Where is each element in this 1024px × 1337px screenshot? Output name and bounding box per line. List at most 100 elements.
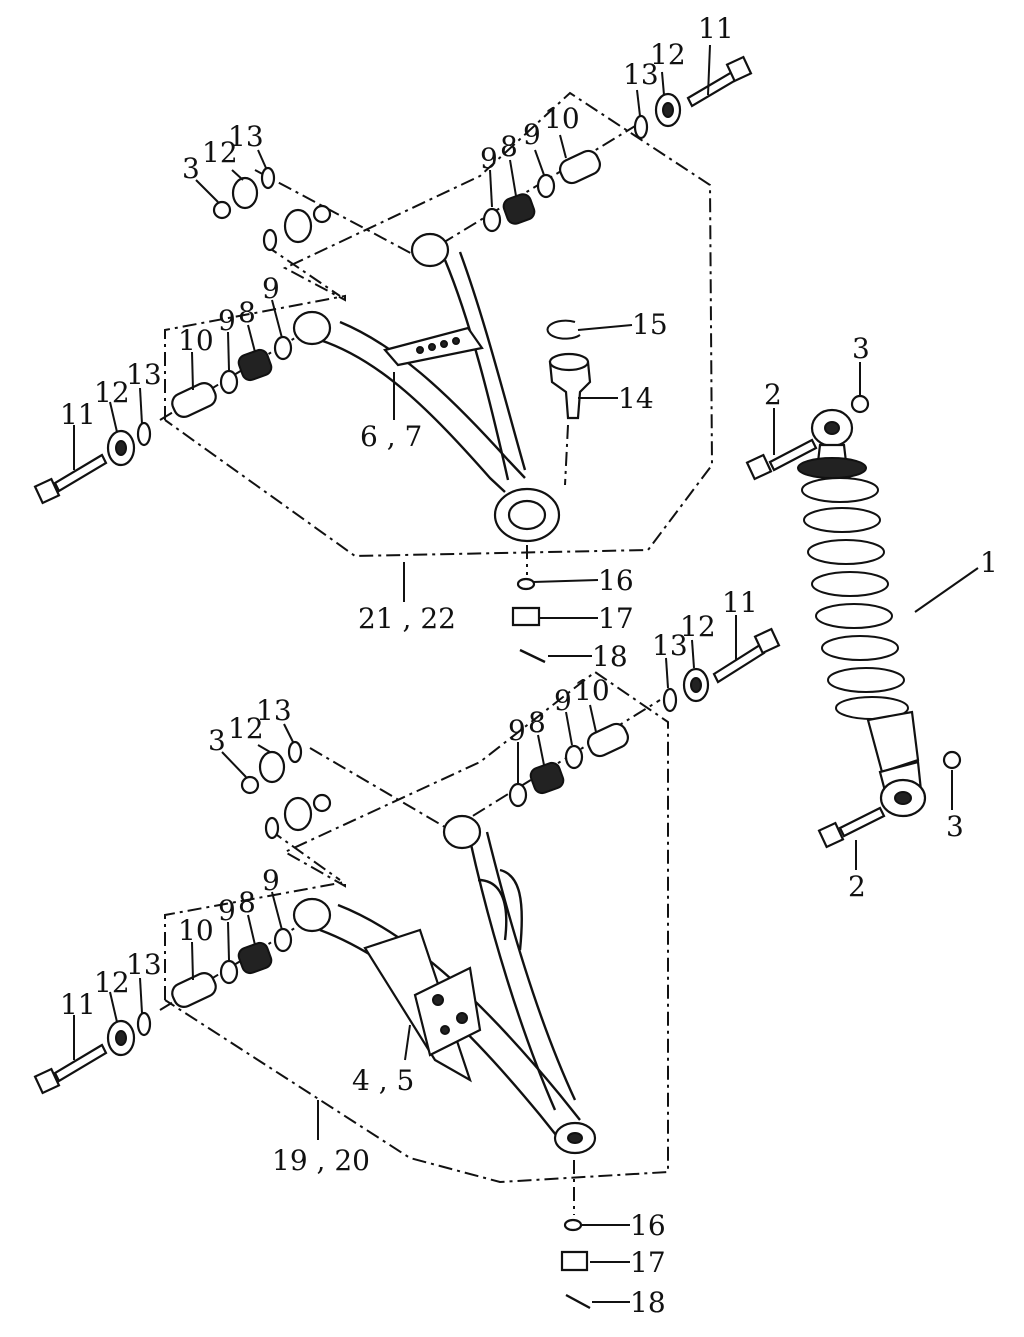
lower-front-collar-10: [586, 722, 630, 758]
shock-top-nut-3: [850, 394, 870, 414]
callout-18: 18: [630, 1286, 666, 1319]
callout-17: 17: [598, 602, 634, 635]
upper-rear-collar-10: [171, 382, 217, 418]
callout-13: 13: [256, 694, 292, 727]
lower-washer-12: [258, 750, 286, 784]
callout-11: 11: [722, 586, 758, 619]
upper-rear-washer-9a: [273, 335, 293, 361]
shock-body: [866, 710, 920, 774]
callout-12: 12: [228, 712, 264, 745]
shock-top-bolt-2: [768, 438, 818, 472]
lower-rear-washer-9a: [273, 927, 293, 953]
callout-8: 8: [238, 296, 256, 329]
lower-assembly-outline: [164, 670, 669, 1184]
lower-nut-3: [240, 775, 260, 795]
callout-17: 17: [630, 1246, 666, 1279]
upper-front-washer-9a: [482, 207, 502, 233]
upper-front-bushing-8: [502, 193, 536, 225]
callout-12: 12: [202, 136, 238, 169]
upper-nut-3: [212, 200, 232, 220]
callout-10: 10: [574, 674, 610, 707]
callout-8: 8: [238, 886, 256, 919]
callout-9: 9: [262, 864, 280, 897]
callout-11: 11: [698, 12, 734, 45]
callout-6-7: 6 , 7: [360, 420, 422, 453]
upper-front-collar-10: [558, 149, 602, 185]
lower-front-bushing-8: [529, 761, 565, 795]
lower-arm-rear-pivot: [292, 897, 332, 933]
lower-arm-front-pivot: [442, 814, 482, 850]
callout-16: 16: [598, 564, 634, 597]
lower-washer-16: [563, 1218, 583, 1232]
lower-rear-bolt-11: [53, 1043, 108, 1083]
callout-9: 9: [508, 714, 526, 747]
upper-front-washer-9b: [536, 173, 556, 199]
callout-13: 13: [228, 120, 264, 153]
upper-castle-nut-17: [511, 606, 541, 627]
callout-10: 10: [544, 102, 580, 135]
lower-front-bolt-11: [712, 643, 766, 684]
callout-13: 13: [623, 58, 659, 91]
callout-4-5: 4 , 5: [352, 1064, 414, 1097]
callout-labels: 1 2 2 3 3 11 12 13 10 9 8 9 3 12 13 9 8 …: [60, 12, 998, 1319]
upper-washer-12: [231, 176, 259, 210]
upper-arm-front-tube: [443, 251, 527, 481]
upper-assembly-outline: [164, 91, 714, 558]
lower-rear-collar-10: [171, 972, 217, 1008]
callout-9: 9: [554, 684, 572, 717]
upper-rear-bolt-11: [53, 453, 108, 493]
callout-10: 10: [178, 324, 214, 357]
upper-rear-bushing-8: [237, 348, 273, 382]
ball-joint-14: [548, 360, 592, 420]
upper-cotter-pin-18: [519, 648, 546, 664]
callout-21-22: 21 , 22: [358, 602, 456, 635]
callout-15: 15: [632, 308, 668, 341]
lower-rear-bushing-8: [237, 941, 273, 975]
upper-rear-washer-13: [136, 421, 152, 447]
shock-absorber-group: [745, 394, 962, 849]
callout-12: 12: [680, 610, 716, 643]
callout-8: 8: [528, 706, 546, 739]
shock-coil-spring: [801, 477, 909, 720]
callout-9: 9: [523, 118, 541, 151]
upper-arm-group: [33, 55, 753, 664]
lower-front-washer-9b: [564, 744, 584, 770]
upper-rear-washer-9b: [219, 369, 239, 395]
callout-10: 10: [178, 914, 214, 947]
lower-front-washer-9a: [508, 782, 528, 808]
lower-washer-13: [287, 740, 303, 764]
callout-19-20: 19 , 20: [272, 1144, 370, 1177]
lower-rear-washer-13: [136, 1011, 152, 1037]
callout-16: 16: [630, 1209, 666, 1242]
circlip-15: [546, 319, 581, 340]
callout-2: 2: [764, 378, 782, 411]
callout-14: 14: [618, 382, 654, 415]
callout-13: 13: [126, 948, 162, 981]
callout-11: 11: [60, 988, 96, 1021]
callout-3: 3: [208, 724, 226, 757]
callout-11: 11: [60, 398, 96, 431]
upper-arm-rear-pivot: [292, 310, 332, 346]
shock-bottom-bolt-2: [838, 806, 886, 838]
upper-arm-rear-tube: [319, 320, 526, 493]
upper-washer-16: [516, 577, 536, 591]
lower-arm-front-tube: [468, 831, 577, 1111]
upper-arm-front-pivot: [410, 232, 450, 268]
callout-12: 12: [94, 966, 130, 999]
lower-castle-nut-17: [560, 1250, 589, 1272]
callout-3: 3: [946, 810, 964, 843]
lower-rear-washer-9b: [219, 959, 239, 985]
callout-3: 3: [852, 332, 870, 365]
lower-front-washer-13: [662, 687, 678, 713]
lower-arm-group: [33, 627, 781, 1310]
callout-9: 9: [480, 142, 498, 175]
callout-1: 1: [980, 546, 998, 579]
callout-18: 18: [592, 640, 628, 673]
upper-washer-13: [260, 166, 276, 190]
callout-12: 12: [650, 38, 686, 71]
callout-13: 13: [652, 629, 688, 662]
callout-2: 2: [848, 870, 866, 903]
callout-9: 9: [262, 272, 280, 305]
callout-13: 13: [126, 358, 162, 391]
